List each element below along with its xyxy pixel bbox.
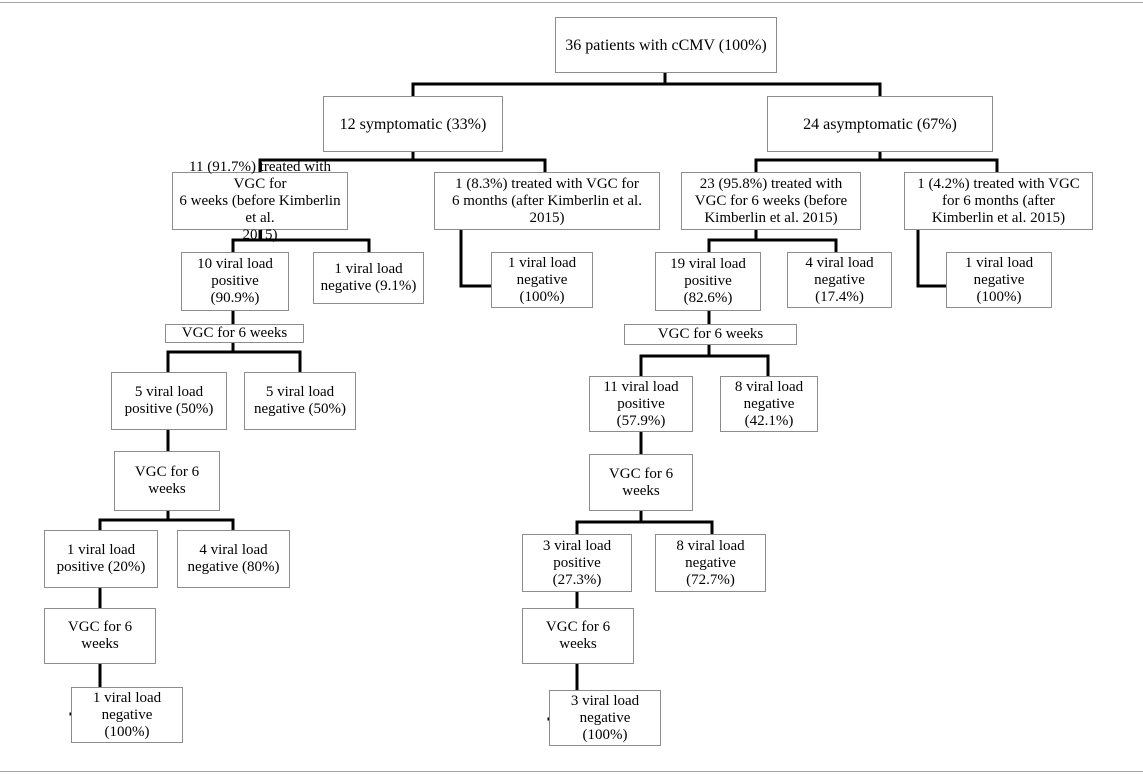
- asymptomatic-vgc-3-node: VGC for 6 weeks: [522, 608, 634, 664]
- symptomatic-final-negative-node: 1 viral load negative (100%): [71, 687, 183, 743]
- asymptomatic-6-months-negative-node: 1 viral load negative (100%): [946, 252, 1052, 308]
- asymptomatic-negative-2-node: 8 viral load negative (42.1%): [720, 376, 818, 432]
- asymptomatic-negative-3-node: 8 viral load negative (72.7%): [655, 534, 766, 592]
- symptomatic-6-weeks-node: 11 (91.7%) treated with VGC for 6 weeks …: [172, 159, 348, 243]
- asymptomatic-positive-3-node: 3 viral load positive (27.3%): [522, 534, 632, 592]
- symptomatic-negative-1-node: 1 viral load negative (9.1%): [313, 252, 424, 304]
- symptomatic-vgc-2-node: VGC for 6 weeks: [114, 451, 220, 511]
- symptomatic-positive-3-node: 1 viral load positive (20%): [44, 530, 158, 588]
- asymptomatic-node: 24 asymptomatic (67%): [767, 96, 993, 152]
- asymptomatic-positive-1-node: 19 viral load positive (82.6%): [655, 252, 761, 311]
- root-node: 36 patients with cCMV (100%): [555, 17, 777, 73]
- symptomatic-vgc-3-node: VGC for 6 weeks: [44, 608, 156, 664]
- symptomatic-6-months-node: 1 (8.3%) treated with VGC for 6 months (…: [434, 172, 660, 230]
- symptomatic-positive-2-node: 5 viral load positive (50%): [111, 372, 227, 430]
- symptomatic-node: 12 symptomatic (33%): [323, 96, 503, 152]
- bottom-rule: [0, 771, 1143, 772]
- asymptomatic-positive-2-node: 11 viral load positive (57.9%): [589, 376, 693, 432]
- asymptomatic-6-months-node: 1 (4.2%) treated with VGC for 6 months (…: [904, 172, 1093, 230]
- asymptomatic-final-negative-node: 3 viral load negative (100%): [549, 690, 661, 746]
- symptomatic-positive-1-node: 10 viral load positive (90.9%): [181, 252, 289, 311]
- asymptomatic-vgc-1-node: VGC for 6 weeks: [624, 324, 797, 345]
- symptomatic-6-months-negative-node: 1 viral load negative (100%): [491, 252, 593, 308]
- asymptomatic-negative-1-node: 4 viral load negative (17.4%): [787, 252, 892, 308]
- asymptomatic-vgc-2-node: VGC for 6 weeks: [589, 454, 693, 511]
- symptomatic-vgc-1-node: VGC for 6 weeks: [165, 324, 304, 343]
- asymptomatic-6-weeks-node: 23 (95.8%) treated with VGC for 6 weeks …: [681, 172, 861, 230]
- symptomatic-negative-2-node: 5 viral load negative (50%): [244, 372, 356, 430]
- symptomatic-negative-3-node: 4 viral load negative (80%): [177, 530, 290, 588]
- top-rule: [0, 2, 1143, 3]
